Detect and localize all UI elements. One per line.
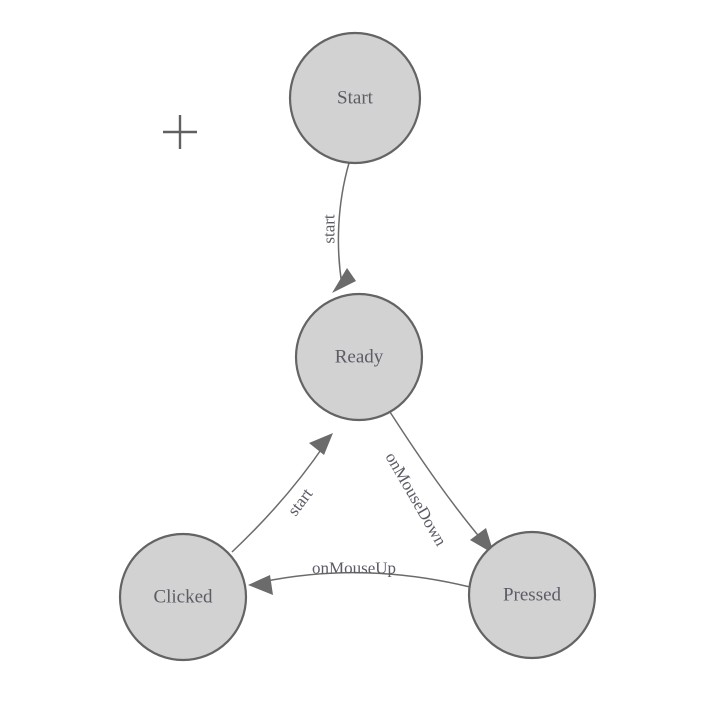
node-start[interactable]: Start (288, 31, 422, 165)
node-label-clicked: Clicked (153, 587, 213, 608)
edge-label-ready-to-pressed: onMouseDown (382, 449, 451, 550)
node-ready[interactable]: Ready (294, 292, 424, 422)
edge-label-start-to-ready: start (320, 214, 339, 244)
arrowhead-icon (248, 575, 273, 595)
node-label-pressed: Pressed (503, 585, 562, 606)
edge-clicked-to-ready[interactable]: start (231, 433, 333, 553)
node-circle[interactable] (467, 530, 597, 660)
node-pressed[interactable]: Pressed (467, 530, 597, 660)
arrowhead-icon (470, 528, 494, 554)
node-circle[interactable] (294, 292, 424, 422)
edge-ready-to-pressed[interactable]: onMouseDown (382, 411, 494, 554)
edge-label-pressed-to-clicked: onMouseUp (312, 559, 396, 578)
edge-path (231, 443, 326, 553)
edge-path (337, 162, 350, 286)
arrowhead-icon (332, 268, 356, 293)
crosshair-cursor-icon (163, 115, 197, 149)
edge-path (389, 411, 488, 547)
node-clicked[interactable]: Clicked (118, 532, 248, 662)
node-label-ready: Ready (335, 347, 384, 368)
edge-path (261, 572, 471, 588)
edge-label-clicked-to-ready: start (284, 484, 317, 519)
node-circle[interactable] (288, 31, 422, 165)
node-label-start: Start (337, 88, 374, 109)
edge-pressed-to-clicked[interactable]: onMouseUp (248, 559, 471, 596)
node-circle[interactable] (118, 532, 248, 662)
edge-start-to-ready[interactable]: start (320, 162, 357, 293)
arrowhead-icon (309, 433, 333, 455)
